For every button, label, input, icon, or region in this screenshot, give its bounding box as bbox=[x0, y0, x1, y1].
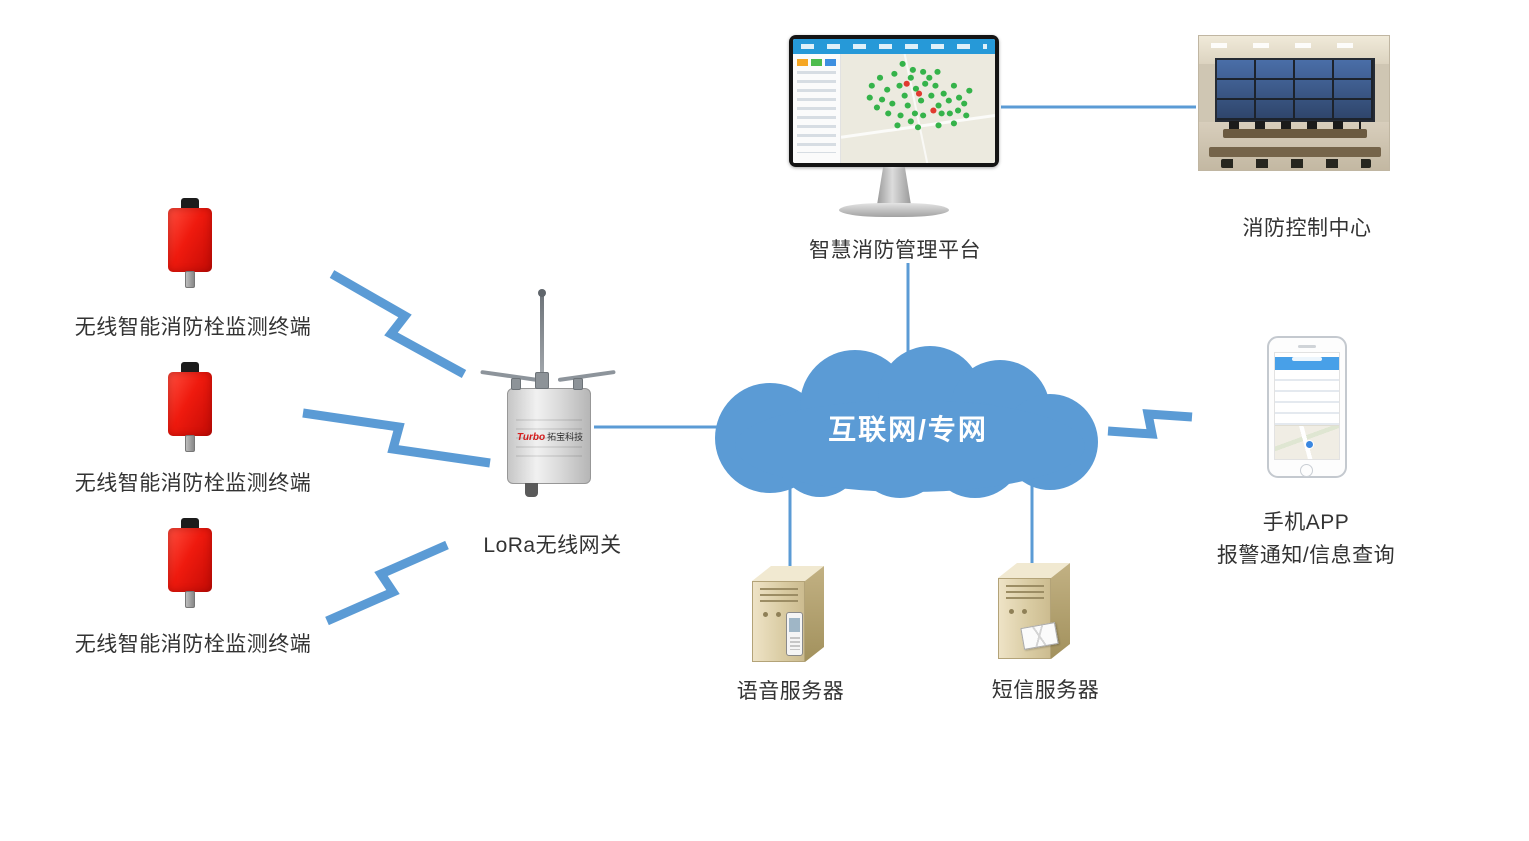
bolt-terminal2-gateway-icon bbox=[302, 408, 491, 468]
monitor-bezel bbox=[789, 35, 999, 167]
control-center-desk bbox=[1223, 129, 1367, 138]
gateway-antenna-mount-icon bbox=[535, 372, 549, 389]
gateway-center-antenna-icon bbox=[538, 289, 546, 388]
sms-server-label: 短信服务器 bbox=[991, 679, 1100, 702]
cloud-icon bbox=[715, 346, 1098, 498]
monitor-screen-sidebar bbox=[793, 54, 841, 163]
monitor-stand-neck bbox=[877, 167, 911, 205]
terminal-connector bbox=[185, 271, 195, 288]
phone-app-map bbox=[1275, 425, 1339, 459]
gateway-cable-gland-icon bbox=[525, 483, 538, 497]
control-center-chairs bbox=[1221, 159, 1371, 168]
gateway-label: LoRa无线网关 bbox=[483, 534, 622, 557]
gateway-brand-cn-text: 拓宝科技 bbox=[547, 432, 584, 442]
bolt-cloud-phone-icon bbox=[1107, 409, 1193, 439]
radio-link-bolts bbox=[302, 270, 1193, 626]
bolt-terminal1-gateway-icon bbox=[329, 270, 467, 378]
hydrant-terminal-device-3 bbox=[168, 518, 212, 610]
terminal-3-label: 无线智能消防栓监测终端 bbox=[74, 633, 312, 656]
monitor-screen-menubar bbox=[793, 39, 995, 54]
server-front-face bbox=[998, 578, 1051, 659]
sms-server-device bbox=[998, 563, 1070, 659]
terminal-connector bbox=[185, 591, 195, 608]
terminal-body bbox=[168, 528, 212, 592]
control-center-desk bbox=[1209, 147, 1381, 157]
hydrant-terminal-device-2 bbox=[168, 362, 212, 454]
control-center-lights bbox=[1211, 43, 1379, 48]
terminal-body bbox=[168, 372, 212, 436]
phone-app-list bbox=[1275, 370, 1339, 425]
terminal-2-label: 无线智能消防栓监测终端 bbox=[74, 472, 312, 495]
cloud-network-label: 互联网/专网 bbox=[828, 414, 988, 445]
server-top-face bbox=[752, 566, 824, 581]
control-center-photo bbox=[1198, 35, 1390, 171]
monitor-screen-map bbox=[841, 54, 995, 163]
terminal-cap bbox=[181, 518, 199, 530]
hydrant-terminal-device-1 bbox=[168, 198, 212, 290]
terminal-cap bbox=[181, 198, 199, 210]
handset-icon bbox=[786, 612, 803, 656]
terminal-body bbox=[168, 208, 212, 272]
monitor-stand-base bbox=[839, 203, 949, 217]
gateway-antenna-mount-icon bbox=[511, 378, 521, 390]
phone-sublabel: 报警通知/信息查询 bbox=[1216, 544, 1396, 567]
terminal-1-label: 无线智能消防栓监测终端 bbox=[74, 316, 312, 339]
gateway-left-antenna-icon bbox=[480, 369, 539, 382]
terminal-connector bbox=[185, 435, 195, 452]
control-center-label: 消防控制中心 bbox=[1242, 217, 1372, 240]
voice-server-label: 语音服务器 bbox=[736, 680, 845, 703]
monitor-screen-body bbox=[793, 54, 995, 163]
phone-app-header bbox=[1275, 357, 1339, 370]
control-center-desk-monitors bbox=[1229, 121, 1361, 129]
platform-label: 智慧消防管理平台 bbox=[809, 239, 981, 262]
gateway-antenna-mount-icon bbox=[573, 378, 583, 390]
phone-speaker-icon bbox=[1298, 345, 1316, 348]
server-top-face bbox=[998, 563, 1070, 578]
server-side-face bbox=[805, 566, 824, 662]
phone-label: 手机APP bbox=[1262, 511, 1350, 534]
control-center-video-wall bbox=[1215, 58, 1375, 122]
map-markers bbox=[841, 54, 995, 163]
phone-screen bbox=[1274, 352, 1340, 460]
voice-server-device bbox=[752, 566, 824, 662]
mobile-phone bbox=[1267, 336, 1347, 478]
bolt-terminal3-gateway-icon bbox=[325, 540, 449, 626]
platform-monitor bbox=[789, 35, 1001, 219]
phone-home-button bbox=[1300, 464, 1313, 477]
monitor-screen bbox=[793, 39, 995, 163]
gateway-right-antenna-icon bbox=[557, 369, 616, 382]
gateway-brand-text: Turbo bbox=[516, 432, 546, 443]
terminal-cap bbox=[181, 362, 199, 374]
